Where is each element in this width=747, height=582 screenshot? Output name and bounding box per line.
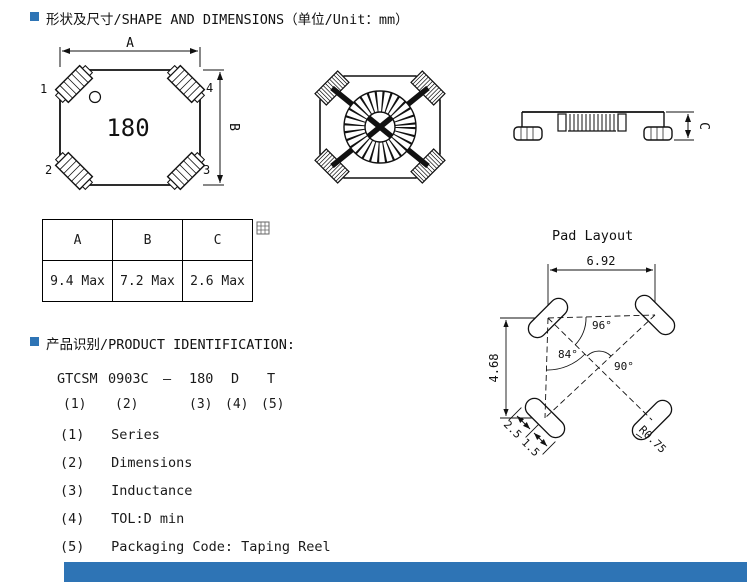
dimension-a-label: A <box>126 36 134 51</box>
part-segment-tolerance: D <box>231 371 240 387</box>
part-segment-inductance: 180 <box>189 371 214 387</box>
terminal-1 <box>54 64 94 104</box>
part-index-5: (5) <box>261 397 285 412</box>
part-index-3: (3) <box>189 397 213 412</box>
part-segment-series: GTCSM <box>57 371 98 387</box>
part-number-row: GTCSM 0903C — 180 D T <box>0 371 747 389</box>
legend-item-2: (2) Dimensions <box>60 455 192 471</box>
construction-lines <box>544 314 656 421</box>
solder-pads <box>524 294 676 441</box>
legend-item-5: (5) Packaging Code: Taping Reel <box>60 539 331 555</box>
terminal-3 <box>166 151 206 191</box>
angle-top-label: 96° <box>592 319 612 332</box>
pad-dim-width-label: 6.92 <box>587 254 616 268</box>
table-header-a: A <box>42 219 113 261</box>
table-header-row: A B C <box>42 219 253 261</box>
section2-bullet-icon <box>30 337 39 346</box>
legend-item-1: (1) Series <box>60 427 160 443</box>
table-header-c: C <box>182 219 253 261</box>
angle-arcs <box>545 316 612 371</box>
section2-title: 产品识别/PRODUCT IDENTIFICATION: <box>46 337 296 353</box>
legend-index: (2) <box>60 455 85 471</box>
pad-pitch-label: 2.5 <box>501 418 524 441</box>
terminal-2 <box>54 151 94 191</box>
side-view-drawing: C <box>513 111 711 141</box>
footer-accent-bar <box>64 562 747 582</box>
side-body <box>513 111 673 141</box>
legend-text: Inductance <box>111 483 193 499</box>
pad-layout-drawing: 6.92 4.68 96° 84° 90° 2.5 <box>487 254 676 459</box>
legend-text: Series <box>111 427 160 443</box>
legend-text: TOL:D min <box>111 511 185 527</box>
legend-index: (5) <box>60 539 85 555</box>
pin-number-2: 2 <box>45 163 52 177</box>
legend-index: (4) <box>60 511 85 527</box>
part-segment-packaging: T <box>267 371 276 387</box>
angle-left-label: 84° <box>558 348 578 361</box>
legend-index: (3) <box>60 483 85 499</box>
pin-number-4: 4 <box>206 81 213 95</box>
part-segment-dash: — <box>163 371 172 387</box>
section1-title: 形状及尺寸/SHAPE AND DIMENSIONS（单位/Unit：mm） <box>46 12 409 28</box>
dimension-c-label: C <box>696 122 711 130</box>
toroid-core <box>343 90 417 164</box>
legend-index: (1) <box>60 427 85 443</box>
part-index-4: (4) <box>225 397 249 412</box>
radius-leader <box>635 433 643 439</box>
legend-text: Packaging Code: Taping Reel <box>111 539 331 555</box>
dimension-c <box>666 111 694 141</box>
pad-width-label: 1.5 <box>519 436 542 459</box>
dimension-a <box>59 47 201 67</box>
top-view-drawing: 180 A B 1 2 3 4 <box>40 36 241 191</box>
legend-item-3: (3) Inductance <box>60 483 192 499</box>
pad-dim-width <box>547 264 656 310</box>
terminal-4 <box>166 64 206 104</box>
component-body: 180 <box>54 64 206 191</box>
table-grid-icon <box>256 221 270 235</box>
component-marking: 180 <box>106 114 149 142</box>
table-value-row: 9.4 Max 7.2 Max 2.6 Max <box>42 260 253 302</box>
dimension-b-label: B <box>226 123 241 131</box>
part-segment-dimensions: 0903C <box>108 371 149 387</box>
part-index-2: (2) <box>115 397 139 412</box>
part-number-indexes: (1) (2) (3) (4) (5) <box>0 397 747 415</box>
table-value-a: 9.4 Max <box>42 260 113 302</box>
pad-layout-title: Pad Layout <box>552 228 634 244</box>
internal-view-drawing <box>314 70 446 184</box>
dimensions-table: A B C 9.4 Max 7.2 Max 2.6 Max <box>42 219 253 302</box>
table-header-b: B <box>112 219 183 261</box>
legend-text: Dimensions <box>111 455 193 471</box>
pad-dim-height-label: 4.68 <box>487 354 501 383</box>
angle-center-label: 90° <box>614 360 634 373</box>
pin-number-3: 3 <box>203 163 210 177</box>
lead-wires <box>330 85 430 169</box>
dimension-b <box>203 69 224 186</box>
part-index-1: (1) <box>63 397 87 412</box>
internal-body <box>314 70 446 184</box>
pin-number-1: 1 <box>40 82 47 96</box>
legend-item-4: (4) TOL:D min <box>60 511 184 527</box>
pin1-marker-icon <box>88 90 102 104</box>
pad-pitch-dims <box>508 407 556 455</box>
section1-bullet-icon <box>30 12 39 21</box>
table-value-b: 7.2 Max <box>112 260 183 302</box>
table-value-c: 2.6 Max <box>182 260 253 302</box>
